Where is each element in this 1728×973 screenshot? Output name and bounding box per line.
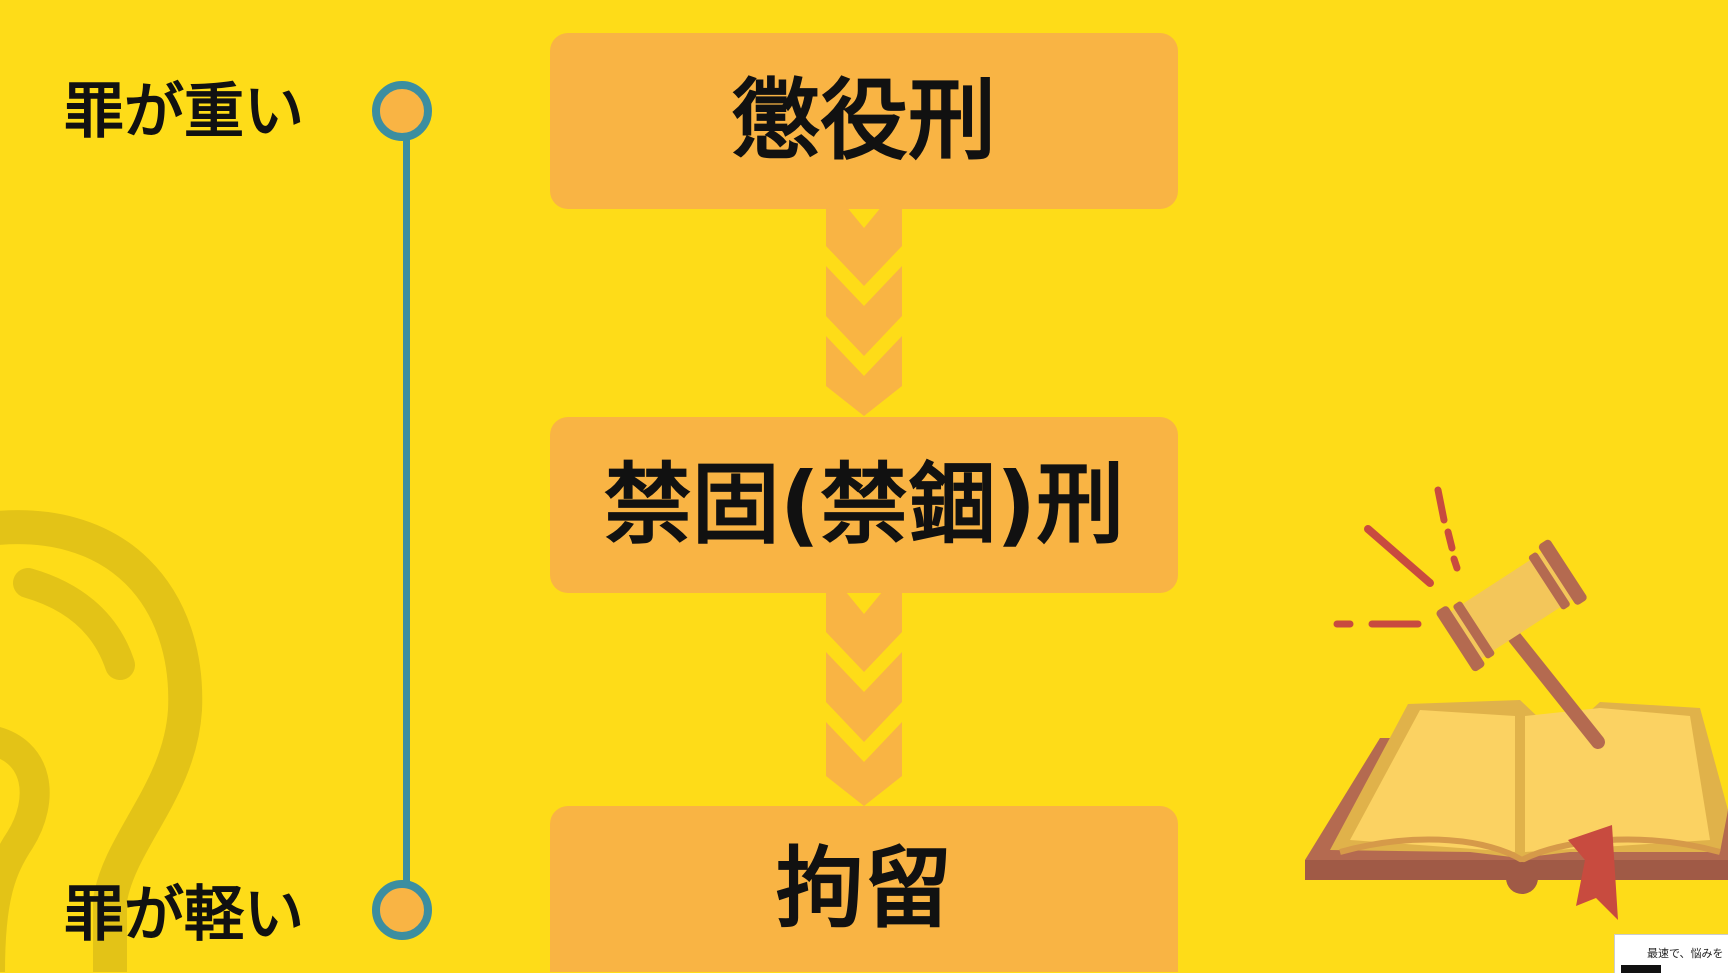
severity-light-label: 罪が軽い bbox=[64, 880, 304, 950]
lightbulb-icon bbox=[0, 510, 203, 972]
gavel-book-icon bbox=[1305, 486, 1728, 920]
severity-bottom-marker bbox=[372, 880, 432, 940]
punishment-box-imprisonment-without-labor: 禁固(禁錮)刑 bbox=[550, 417, 1178, 593]
severity-scale-line bbox=[403, 110, 410, 910]
severity-heavy-label: 罪が重い bbox=[64, 77, 304, 147]
punishment-label: 拘留 bbox=[775, 837, 952, 940]
punishment-box-imprisonment-with-labor: 懲役刑 bbox=[550, 33, 1178, 209]
severity-top-marker bbox=[372, 81, 432, 141]
punishment-label: 懲役刑 bbox=[731, 69, 996, 172]
punishment-box-detention: 拘留 bbox=[550, 806, 1178, 972]
punishment-label: 禁固(禁錮)刑 bbox=[603, 453, 1125, 556]
chevron-down-arrow bbox=[826, 592, 902, 806]
brand-logo-mark bbox=[1621, 965, 1661, 973]
brand-logo: 最速で、悩みを bbox=[1614, 934, 1728, 973]
brand-logo-tagline: 最速で、悩みを bbox=[1647, 947, 1724, 960]
chevron-down-arrow bbox=[826, 206, 902, 416]
